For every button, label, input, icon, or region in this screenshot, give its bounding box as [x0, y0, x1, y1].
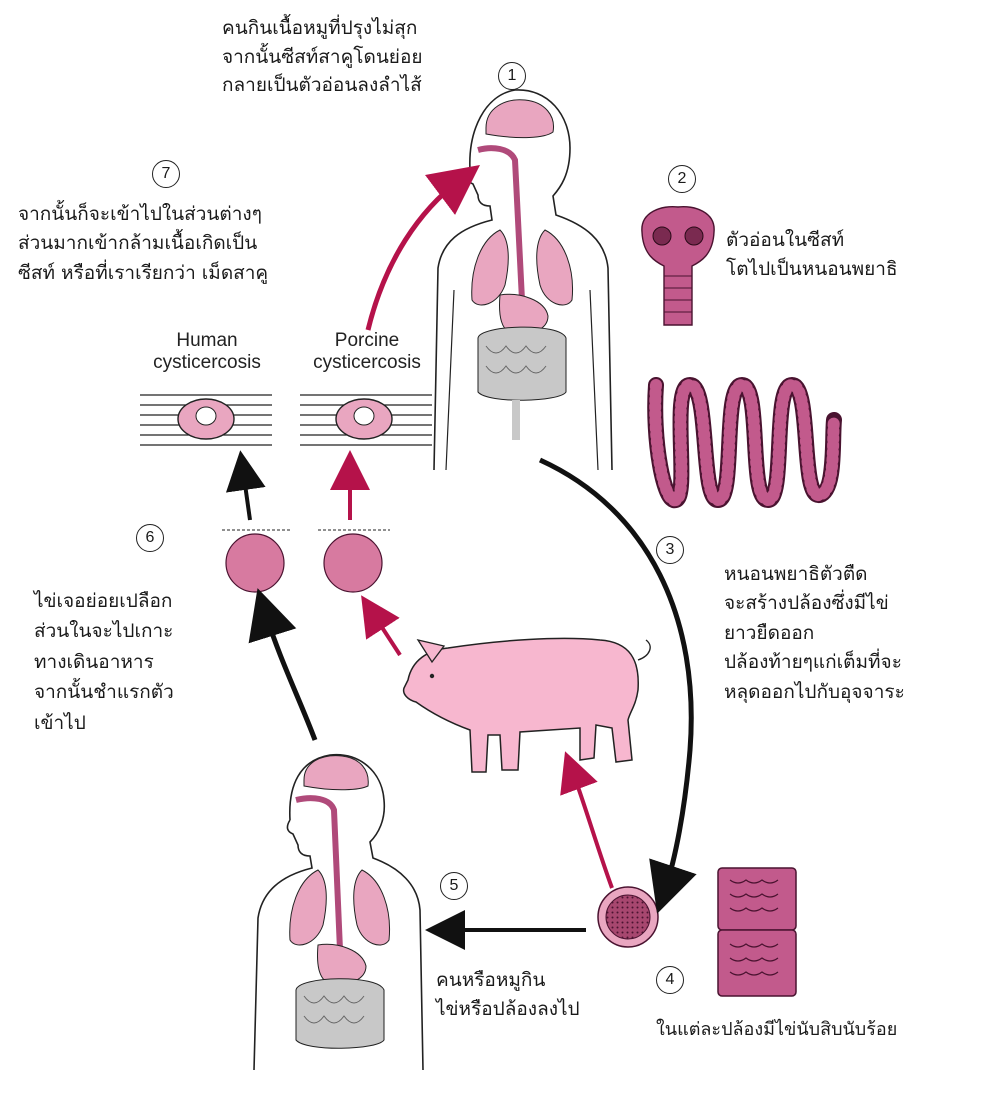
step-6-line: ทางเดินอาหาร	[34, 650, 154, 673]
step-7-line: ซีสท์ หรือที่เราเรียกว่า เม็ดสาคู	[18, 261, 269, 284]
step-6-line: เข้าไป	[34, 711, 86, 734]
tapeworm-egg	[597, 886, 659, 948]
human-figure-top	[433, 89, 613, 471]
step-2-line: ตัวอ่อนในซีสท์	[726, 229, 845, 251]
step-number-4: 4	[656, 966, 684, 994]
porcine-cysticercosis-line: cysticercosis	[313, 351, 421, 373]
step-5-line: คนหรือหมูกิน	[436, 969, 546, 991]
step-number-2: 2	[668, 165, 696, 193]
step-1-line: จากนั้นซีสท์สาคูโดนย่อย	[222, 45, 423, 68]
step-7-line: จากนั้นก็จะเข้าไปในส่วนต่างๆ	[18, 203, 262, 225]
human-cysticercosis-label: Human cysticercosis	[142, 330, 272, 374]
human-cysticercosis-line: Human	[176, 330, 238, 351]
step-number-3: 3	[656, 536, 684, 564]
oncosphere-human	[222, 529, 292, 593]
tapeworm-strobila	[647, 376, 842, 509]
oncosphere-pig	[318, 529, 390, 593]
arrow-human-to-egg	[538, 457, 697, 914]
arrow-human-to-oncosphere	[248, 588, 318, 741]
step-7-line: ส่วนมากเข้ากล้ามเนื้อเกิดเป็น	[18, 232, 258, 255]
arrow-oncosphere-to-human-cyst	[225, 450, 266, 521]
step-number-6: 6	[136, 524, 164, 552]
tapeworm-scolex	[641, 205, 715, 326]
arrow-pig-to-oncosphere	[361, 595, 402, 657]
step-7-text: จากนั้นก็จะเข้าไปในส่วนต่างๆ ส่วนมากเข้า…	[18, 200, 268, 288]
step-5-line: ไข่หรือปล้องลงไป	[436, 997, 580, 1020]
step-5-text: คนหรือหมูกิน ไข่หรือปล้องลงไป	[436, 966, 580, 1023]
arrow-egg-to-pig	[560, 751, 614, 889]
porcine-cysticercosis-label: Porcine cysticercosis	[300, 330, 434, 374]
step-number-1: 1	[498, 62, 526, 90]
step-6-line: ไข่เจอย่อยเปลือก	[34, 590, 173, 612]
step-4-text: ในแต่ละปล้องมีไข่นับสิบนับร้อย	[656, 1016, 897, 1043]
human-figure-bottom	[253, 753, 424, 1071]
step-3-line: หนอนพยาธิตัวตืด	[724, 563, 868, 585]
step-6-line: ส่วนในจะไปเกาะ	[34, 620, 174, 643]
step-number-7: 7	[152, 160, 180, 188]
step-3-line: หลุดออกไปกับอุจจาระ	[724, 680, 905, 703]
arrow-porcine-to-human	[365, 164, 480, 331]
step-2-line: โตไปเป็นหนอนพยาธิ	[726, 257, 898, 280]
step-3-line: ยาวยืดออก	[724, 621, 815, 644]
step-4-line: ในแต่ละปล้องมีไข่นับสิบนับร้อย	[656, 1019, 898, 1040]
porcine-cysticercosis-tissue	[300, 394, 432, 446]
step-3-line: จะสร้างปล้องซึ่งมีไข่	[724, 592, 889, 615]
step-1-line: กลายเป็นตัวอ่อนลงลำไส้	[222, 74, 422, 96]
step-3-text: หนอนพยาธิตัวตืด จะสร้างปล้องซึ่งมีไข่ ยา…	[724, 560, 905, 707]
human-cysticercosis-line: cysticercosis	[153, 351, 261, 373]
step-1-line: คนกินเนื้อหมูที่ปรุงไม่สุก	[222, 17, 418, 39]
step-1-text: คนกินเนื้อหมูที่ปรุงไม่สุก จากนั้นซีสท์ส…	[222, 14, 422, 100]
step-6-line: จากนั้นชำแรกตัว	[34, 681, 174, 704]
step-2-text: ตัวอ่อนในซีสท์ โตไปเป็นหนอนพยาธิ	[726, 226, 898, 283]
pig-illustration	[402, 637, 651, 773]
gravid-proglottids	[717, 867, 797, 997]
step-6-text: ไข่เจอย่อยเปลือก ส่วนในจะไปเกาะ ทางเดินอ…	[34, 586, 174, 738]
step-number-5: 5	[440, 872, 468, 900]
human-cysticercosis-tissue	[140, 394, 272, 446]
step-3-line: ปล้องท้ายๆแก่เต็มที่จะ	[724, 651, 902, 674]
porcine-cysticercosis-line: Porcine	[334, 330, 400, 351]
